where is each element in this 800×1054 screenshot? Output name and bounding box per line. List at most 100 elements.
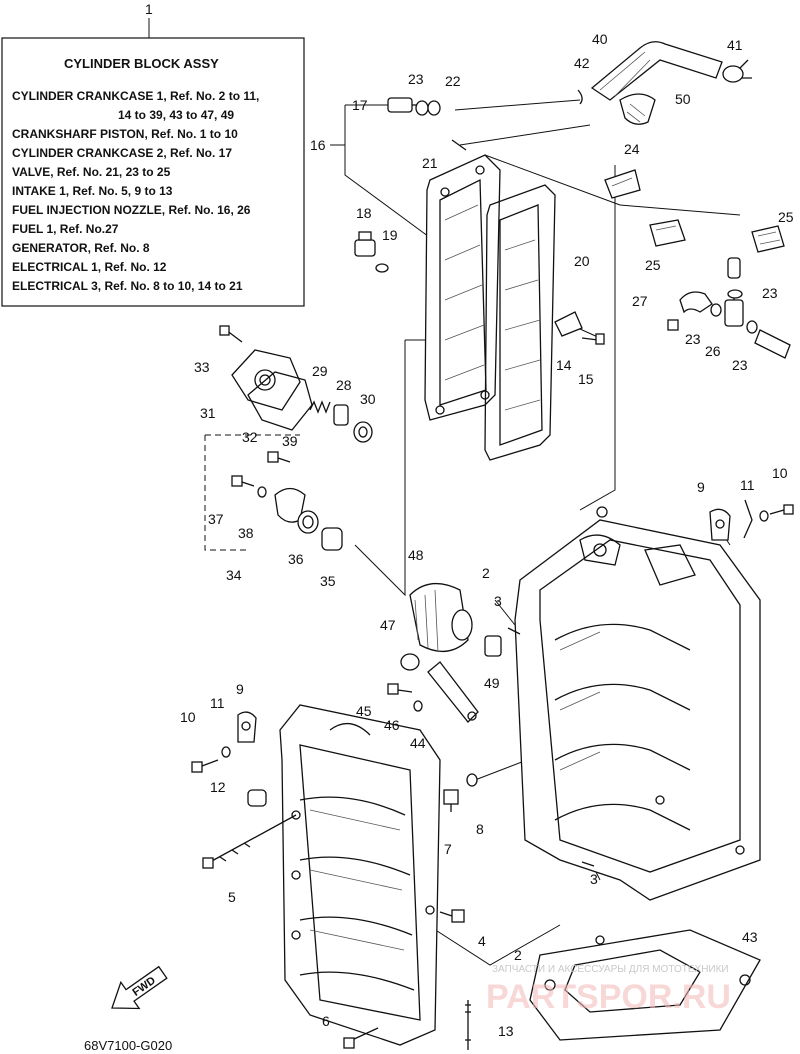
callout-41: 41 <box>727 37 743 53</box>
callout-34: 34 <box>226 567 242 583</box>
fitting-49 <box>484 635 502 657</box>
small-orings-23 <box>710 289 758 334</box>
callout-35: 35 <box>320 573 336 589</box>
clip-42 <box>577 89 583 105</box>
callout-47: 47 <box>380 617 396 633</box>
bolt-39 <box>267 451 291 463</box>
callout-2: 2 <box>482 565 490 581</box>
callout-49: 49 <box>484 675 500 691</box>
hose-40 <box>590 41 723 101</box>
bolt-37 <box>231 475 255 487</box>
callout-27: 27 <box>632 293 648 309</box>
callout-9: 9 <box>697 479 705 495</box>
bracket-44 <box>427 661 479 723</box>
callout-29: 29 <box>312 363 328 379</box>
legend-row: CYLINDER CRANKCASE 1, Ref. No. 2 to 11, <box>12 89 259 103</box>
bracket-9-left <box>237 711 257 743</box>
callout-10: 10 <box>772 465 788 481</box>
callout-45: 45 <box>356 703 372 719</box>
callout-13: 13 <box>498 1023 514 1039</box>
seal-30 <box>353 421 373 443</box>
callout-37: 37 <box>208 511 224 527</box>
callout-48: 48 <box>408 547 424 563</box>
bolt-33 <box>219 325 243 343</box>
legend-row: VALVE, Ref. No. 21, 23 to 25 <box>12 165 171 179</box>
legend-row: FUEL INJECTION NOZZLE, Ref. No. 16, 26 <box>12 203 251 217</box>
bracket-50 <box>619 93 656 125</box>
callout-21: 21 <box>422 155 438 171</box>
callout-12: 12 <box>210 779 226 795</box>
oring-19 <box>375 263 389 273</box>
legend-row: CRANKSHARF PISTON, Ref. No. 1 to 10 <box>12 127 238 141</box>
bolt-7 <box>443 789 459 812</box>
clip-11-right <box>743 499 753 539</box>
callout-24: 24 <box>624 141 640 157</box>
callout-23: 23 <box>685 331 701 347</box>
bolt-10-left <box>191 759 219 773</box>
oil-filter-48 <box>409 583 473 653</box>
callout-6: 6 <box>322 1013 330 1029</box>
callout-15: 15 <box>578 371 594 387</box>
joint-26 <box>724 257 744 327</box>
stud-13 <box>465 1000 471 1050</box>
legend-row: CYLINDER CRANKCASE 2, Ref. No. 17 <box>12 146 232 160</box>
callout-32: 32 <box>242 429 258 445</box>
callout-25: 25 <box>778 209 794 225</box>
callout-33: 33 <box>194 359 210 375</box>
gasket-20 <box>484 184 556 461</box>
legend-row: ELECTRICAL 3, Ref. No. 8 to 10, 14 to 21 <box>12 279 243 293</box>
callout-10: 10 <box>180 709 196 725</box>
pin-2-3-upper <box>507 627 521 635</box>
callout-7: 7 <box>444 841 452 857</box>
crankcase <box>279 704 441 1046</box>
watermark-logo: PARTSPOR.RU <box>486 978 731 1016</box>
spring-29 <box>309 400 331 414</box>
thermostat-28 <box>333 404 349 426</box>
watermark-line1: ЗАПЧАСТИ И АКСЕССУАРЫ ДЛЯ МОТОТЕХНИКИ <box>492 964 729 975</box>
legend-row: FUEL 1, Ref. No.27 <box>12 222 119 236</box>
callout-22: 22 <box>445 73 461 89</box>
callout-18: 18 <box>356 205 372 221</box>
callout-28: 28 <box>336 377 352 393</box>
pin-3-lower <box>581 861 595 867</box>
callout-26: 26 <box>705 343 721 359</box>
valve-25-center <box>649 219 686 247</box>
callout-23: 23 <box>732 357 748 373</box>
fwd-arrow: FWD <box>111 965 168 1010</box>
plug-18 <box>354 231 376 257</box>
hose-27 <box>679 291 713 314</box>
callout-5: 5 <box>228 889 236 905</box>
nut-47 <box>400 653 420 671</box>
callout-3: 3 <box>590 871 598 887</box>
bracket-24 <box>604 169 641 199</box>
callout-38: 38 <box>238 525 254 541</box>
legend: 1 CYLINDER BLOCK ASSY CYLINDER CRANKCASE… <box>1 1 305 307</box>
callout-17: 17 <box>352 97 368 113</box>
callout-46: 46 <box>384 717 400 733</box>
valve-cover-21 <box>424 139 501 421</box>
callout-3: 3 <box>494 593 502 609</box>
sensor-17 <box>387 97 418 113</box>
callout-19: 19 <box>382 227 398 243</box>
gasket-43 <box>529 929 761 1041</box>
callout-44: 44 <box>410 735 426 751</box>
watermark: ЗАПЧАСТИ И АКСЕССУАРЫ ДЛЯ МОТОТЕХНИКИ PA… <box>486 964 731 1016</box>
plate-14 <box>554 311 583 337</box>
legend-title: CYLINDER BLOCK ASSY <box>64 56 219 71</box>
callout-31: 31 <box>200 405 216 421</box>
callout-50: 50 <box>675 91 691 107</box>
legend-row: 14 to 39, 43 to 47, 49 <box>118 108 234 122</box>
seal-36 <box>297 510 319 534</box>
callout-9: 9 <box>236 681 244 697</box>
oring-23-top <box>415 100 429 116</box>
collar-35 <box>321 527 343 551</box>
washer-38 <box>257 486 267 498</box>
callout-40: 40 <box>592 31 608 47</box>
callout-2: 2 <box>514 947 522 963</box>
legend-row: GENERATOR, Ref. No. 8 <box>12 241 150 255</box>
callout-14: 14 <box>556 357 572 373</box>
plug-12 <box>247 789 267 807</box>
callout-42: 42 <box>574 55 590 71</box>
bracket-9-right <box>709 508 731 541</box>
